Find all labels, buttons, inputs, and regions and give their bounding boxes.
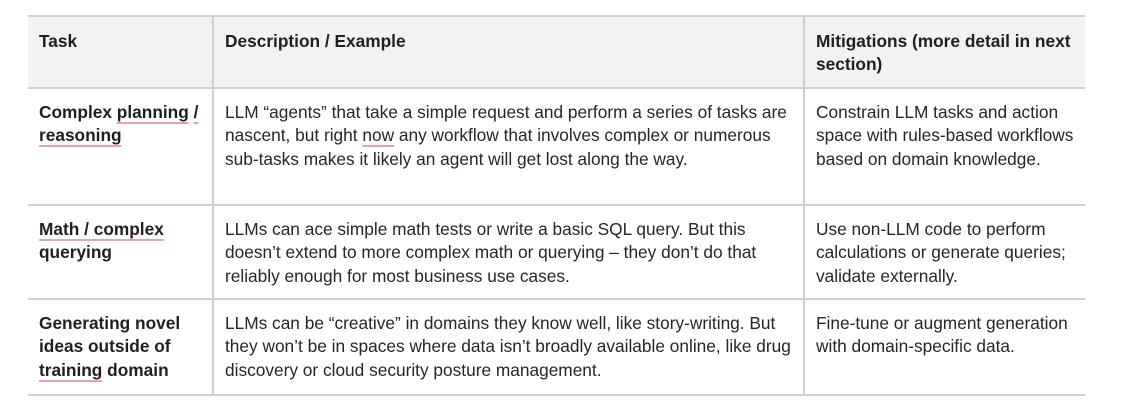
task-cell: Math / complex querying bbox=[28, 203, 214, 301]
task-cell: Generating novel ideas outside of traini… bbox=[28, 298, 214, 397]
table-row: Math / complex querying LLMs can ace sim… bbox=[28, 203, 1085, 301]
header-mitigations: Mitigations (more detail in next section… bbox=[803, 15, 1085, 89]
task-text: domain bbox=[102, 359, 169, 380]
description-text: LLM “agents” that take a simple request … bbox=[225, 101, 787, 146]
mitigation-cell: Fine-tune or augment generation with dom… bbox=[803, 298, 1085, 397]
description-text: any workflow that involves complex or nu… bbox=[225, 125, 771, 169]
description-cell: LLMs can ace simple math tests or write … bbox=[212, 203, 805, 301]
mitigation-cell: Constrain LLM tasks and action space wit… bbox=[803, 86, 1085, 206]
task-text: querying bbox=[39, 242, 112, 263]
table-header-row: Task Description / Example Mitigations (… bbox=[28, 15, 1085, 89]
mitigation-cell: Use non-LLM code to perform calculations… bbox=[803, 203, 1085, 301]
spellcheck-flagged-word: training bbox=[39, 359, 103, 380]
description-cell: LLM “agents” that take a simple request … bbox=[212, 86, 805, 206]
task-text: Complex bbox=[39, 101, 117, 122]
spellcheck-flagged-word: Math / complex bbox=[39, 218, 164, 239]
spellcheck-flagged-word: now bbox=[362, 125, 395, 146]
spellcheck-flagged-word: / reasoning bbox=[39, 101, 199, 146]
spellcheck-flagged-word: planning bbox=[116, 101, 189, 122]
table-row: Generating novel ideas outside of traini… bbox=[28, 298, 1085, 397]
task-cell: Complex planning / reasoning bbox=[28, 86, 214, 206]
task-text: Generating novel ideas outside of bbox=[39, 313, 181, 357]
table-row: Complex planning / reasoning LLM “agents… bbox=[28, 86, 1085, 206]
llm-limitations-table: Task Description / Example Mitigations (… bbox=[28, 15, 1085, 397]
llm-limitations-table-container: Task Description / Example Mitigations (… bbox=[28, 15, 1085, 397]
description-cell: LLMs can be “creative” in domains they k… bbox=[212, 298, 805, 397]
header-description: Description / Example bbox=[212, 15, 805, 89]
header-task: Task bbox=[28, 15, 214, 89]
